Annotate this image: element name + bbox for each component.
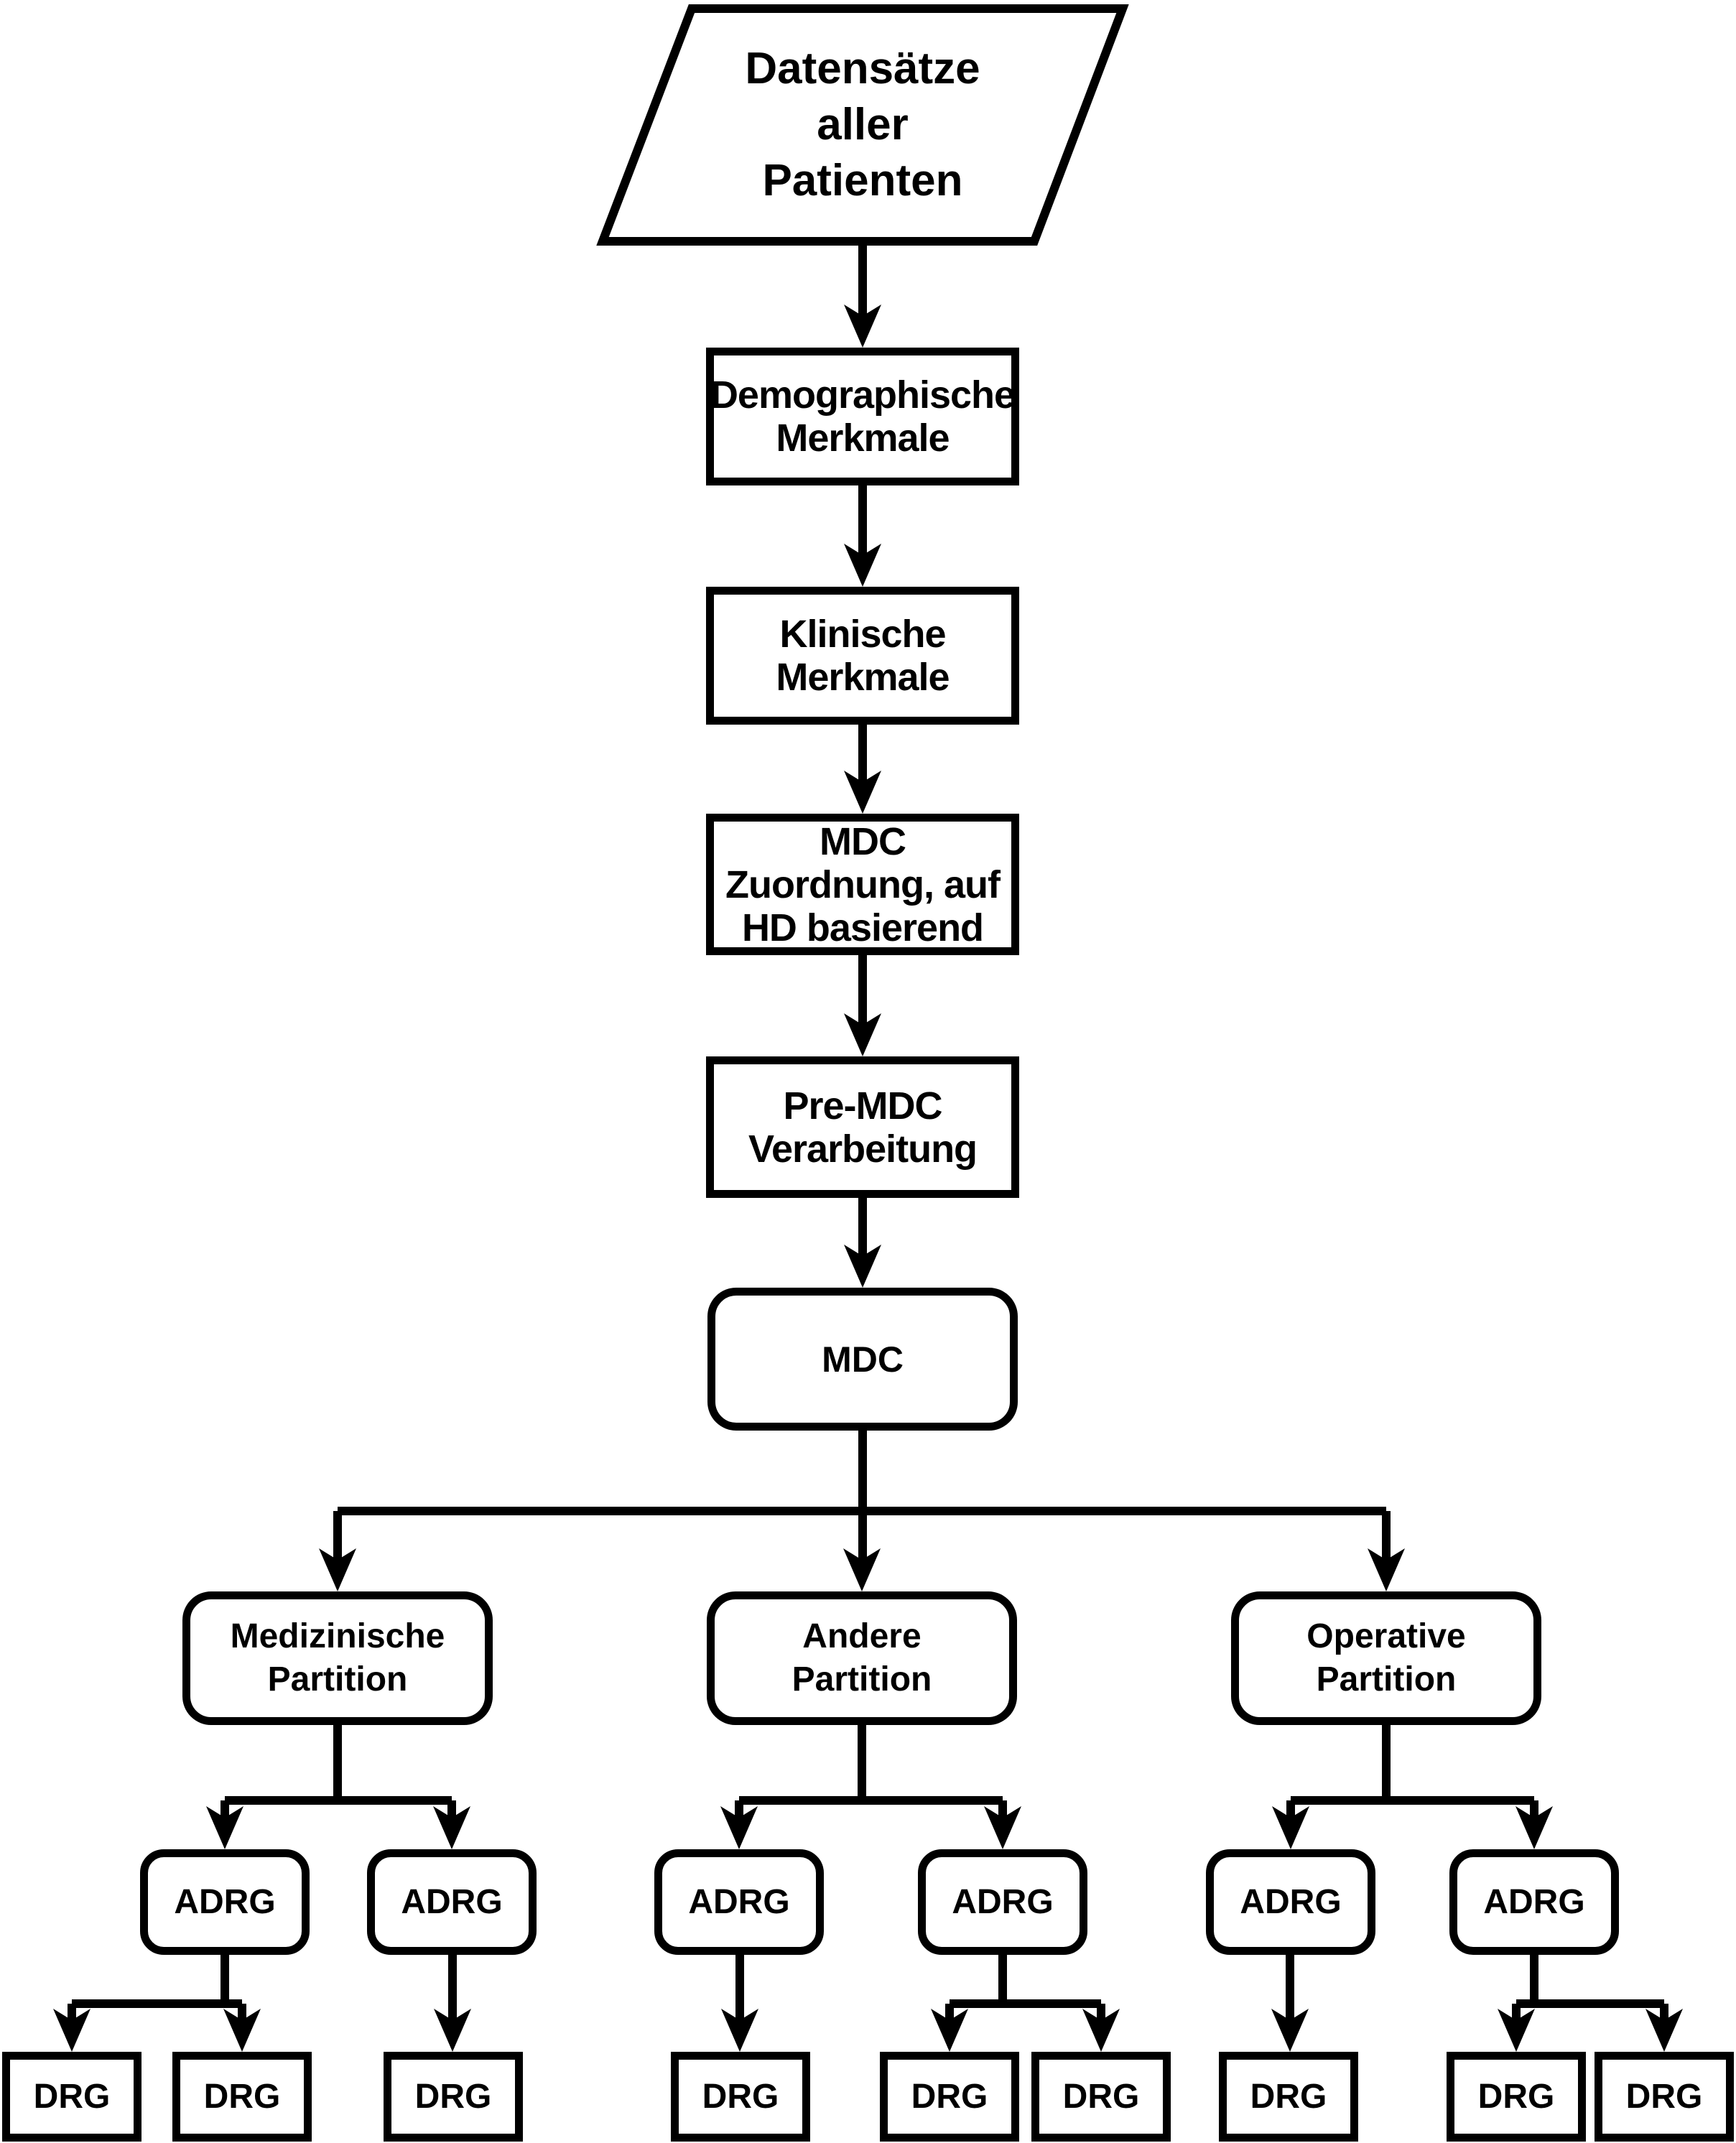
drg-label: DRG: [1250, 2077, 1327, 2116]
adrg-node-2: ADRG: [367, 1849, 537, 1955]
drg-label: DRG: [1062, 2077, 1140, 2116]
drg-label: DRG: [1477, 2077, 1555, 2116]
drg-node-3: DRG: [384, 2052, 523, 2142]
arrowhead: [223, 2009, 261, 2052]
arrowhead: [1271, 2009, 1309, 2052]
drg-node-8: DRG: [1447, 2052, 1586, 2142]
adrg-label: ADRG: [174, 1882, 276, 1921]
source-datasets-node: Datensätze aller Patienten: [603, 9, 1123, 241]
drg-node-1: DRG: [2, 2052, 141, 2142]
arrowhead: [931, 2009, 968, 2052]
step-pre-mdc-node: Pre-MDC Verarbeitung: [706, 1056, 1019, 1198]
arrowhead: [206, 1806, 243, 1849]
arrowhead: [319, 1548, 356, 1591]
drg-node-9: DRG: [1595, 2052, 1734, 2142]
arrowhead: [721, 2009, 758, 2052]
drg-node-4: DRG: [671, 2052, 810, 2142]
step-mdc-assignment-node: MDC Zuordnung, auf HD basierend: [706, 814, 1019, 955]
arrowhead: [844, 771, 881, 814]
adrg-label: ADRG: [952, 1882, 1054, 1921]
source-parallelogram-shape: [596, 4, 1129, 246]
arrowhead: [843, 1548, 881, 1591]
drg-label: DRG: [702, 2077, 779, 2116]
adrg-node-1: ADRG: [140, 1849, 310, 1955]
adrg-label: ADRG: [1240, 1882, 1342, 1921]
drg-node-2: DRG: [172, 2052, 312, 2142]
drg-label: DRG: [1625, 2077, 1703, 2116]
arrowhead: [1646, 2009, 1683, 2052]
partition-operative-node: Operative Partition: [1231, 1591, 1541, 1725]
arrowhead: [1368, 1548, 1405, 1591]
arrowhead: [1272, 1806, 1309, 1849]
adrg-label: ADRG: [688, 1882, 790, 1921]
arrowhead: [1082, 2009, 1120, 2052]
mdc-node: MDC: [707, 1288, 1018, 1431]
step-mdc-assignment-label: MDC Zuordnung, auf HD basierend: [725, 819, 1001, 949]
drg-node-5: DRG: [880, 2052, 1019, 2142]
flow-lines: [68, 241, 1668, 2020]
arrowhead: [53, 2009, 90, 2052]
partition-medical-label: Medizinische Partition: [230, 1617, 445, 1698]
arrowhead: [1515, 1806, 1553, 1849]
arrowhead: [844, 305, 881, 348]
mdc-label: MDC: [822, 1339, 904, 1380]
adrg-label: ADRG: [401, 1882, 503, 1921]
arrowhead: [844, 1245, 881, 1288]
adrg-label: ADRG: [1483, 1882, 1585, 1921]
arrowhead: [844, 544, 881, 587]
drg-node-6: DRG: [1031, 2052, 1171, 2142]
adrg-node-5: ADRG: [1206, 1849, 1375, 1955]
arrowhead: [844, 1013, 881, 1056]
step-pre-mdc-label: Pre-MDC Verarbeitung: [748, 1084, 978, 1171]
arrowhead: [434, 2009, 471, 2052]
arrowheads: [53, 305, 1683, 2052]
step-demographic-node: Demographische Merkmale: [706, 348, 1019, 485]
partition-other-node: Andere Partition: [707, 1591, 1017, 1725]
source-datasets-label: Datensätze aller Patienten: [745, 44, 980, 205]
arrowhead: [984, 1806, 1021, 1849]
adrg-node-4: ADRG: [918, 1849, 1087, 1955]
drg-label: DRG: [414, 2077, 492, 2116]
drg-label: DRG: [911, 2077, 988, 2116]
adrg-node-3: ADRG: [654, 1849, 824, 1955]
arrowhead: [1498, 2009, 1535, 2052]
arrowhead: [720, 1806, 758, 1849]
step-demographic-label: Demographische Merkmale: [710, 373, 1016, 460]
drg-label: DRG: [203, 2077, 281, 2116]
step-clinical-node: Klinische Merkmale: [706, 587, 1019, 725]
partition-operative-label: Operative Partition: [1306, 1617, 1466, 1698]
partition-medical-node: Medizinische Partition: [182, 1591, 493, 1725]
partition-other-label: Andere Partition: [792, 1617, 932, 1698]
arrowhead: [433, 1806, 470, 1849]
drg-label: DRG: [33, 2077, 111, 2116]
step-clinical-label: Klinische Merkmale: [776, 613, 950, 699]
drg-node-7: DRG: [1219, 2052, 1358, 2142]
adrg-node-6: ADRG: [1449, 1849, 1619, 1955]
